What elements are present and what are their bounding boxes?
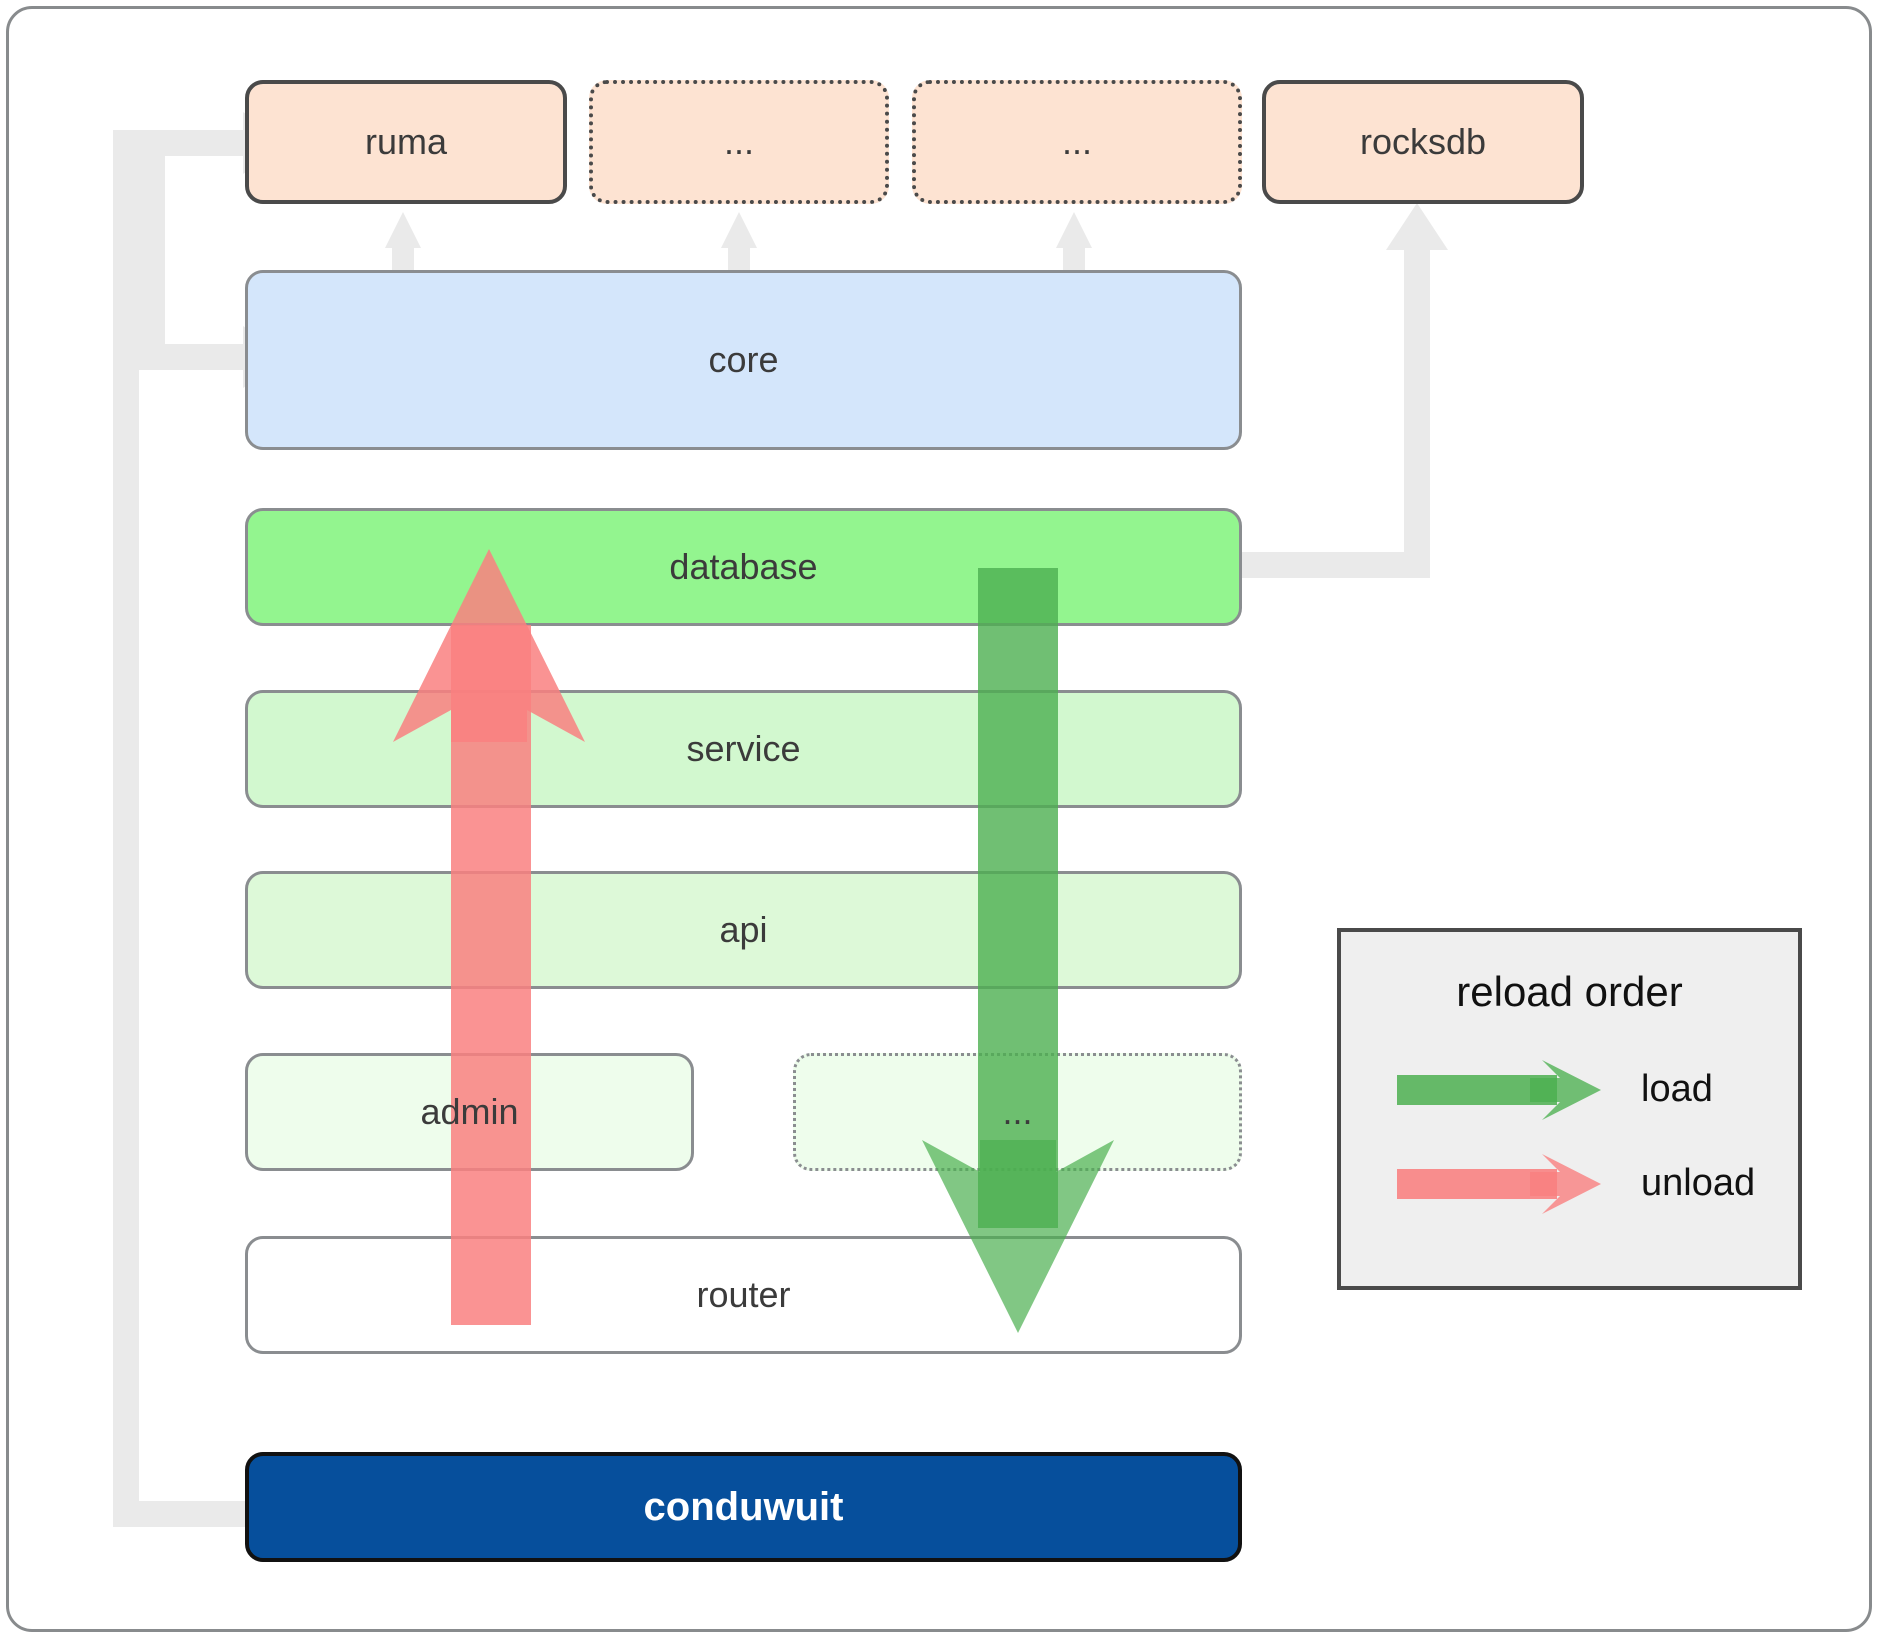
- legend-label-unload: unload: [1641, 1162, 1756, 1204]
- node-admin-label: admin: [420, 1091, 519, 1132]
- legend-label-load: load: [1641, 1068, 1713, 1110]
- unload-arrow-icon: [1397, 1154, 1601, 1214]
- crate-rocksdb-label: rocksdb: [1359, 121, 1487, 162]
- crate-dots-2[interactable]: ...: [912, 80, 1242, 204]
- crate-dots-1-label: ...: [723, 121, 754, 162]
- crate-ruma-label: ruma: [364, 121, 448, 162]
- node-router-label: router: [696, 1274, 791, 1315]
- node-conduwuit[interactable]: conduwuit: [245, 1452, 1242, 1562]
- node-api-label: api: [719, 909, 768, 950]
- node-core-label: core: [708, 339, 779, 380]
- legend-arrow-icons: [1397, 1060, 1601, 1214]
- crate-dots-1[interactable]: ...: [589, 80, 889, 204]
- node-service[interactable]: service: [245, 690, 1242, 808]
- node-api[interactable]: api: [245, 871, 1242, 989]
- legend-title: reload order: [1456, 968, 1683, 1015]
- node-core[interactable]: core: [245, 270, 1242, 450]
- node-admin[interactable]: admin: [245, 1053, 694, 1171]
- crate-ruma[interactable]: ruma: [245, 80, 567, 204]
- node-tier-dots-label: ...: [1002, 1091, 1033, 1132]
- legend-panel: reload order load unload: [1337, 928, 1802, 1290]
- node-service-label: service: [686, 728, 801, 769]
- load-arrow-icon: [1397, 1060, 1601, 1120]
- node-router[interactable]: router: [245, 1236, 1242, 1354]
- node-database[interactable]: database: [245, 508, 1242, 626]
- node-database-label: database: [669, 546, 818, 587]
- node-conduwuit-label: conduwuit: [643, 1485, 844, 1529]
- node-tier-dots[interactable]: ...: [793, 1053, 1242, 1171]
- crate-dots-2-label: ...: [1061, 121, 1092, 162]
- diagram-frame: [6, 6, 1872, 1632]
- crate-rocksdb[interactable]: rocksdb: [1262, 80, 1584, 204]
